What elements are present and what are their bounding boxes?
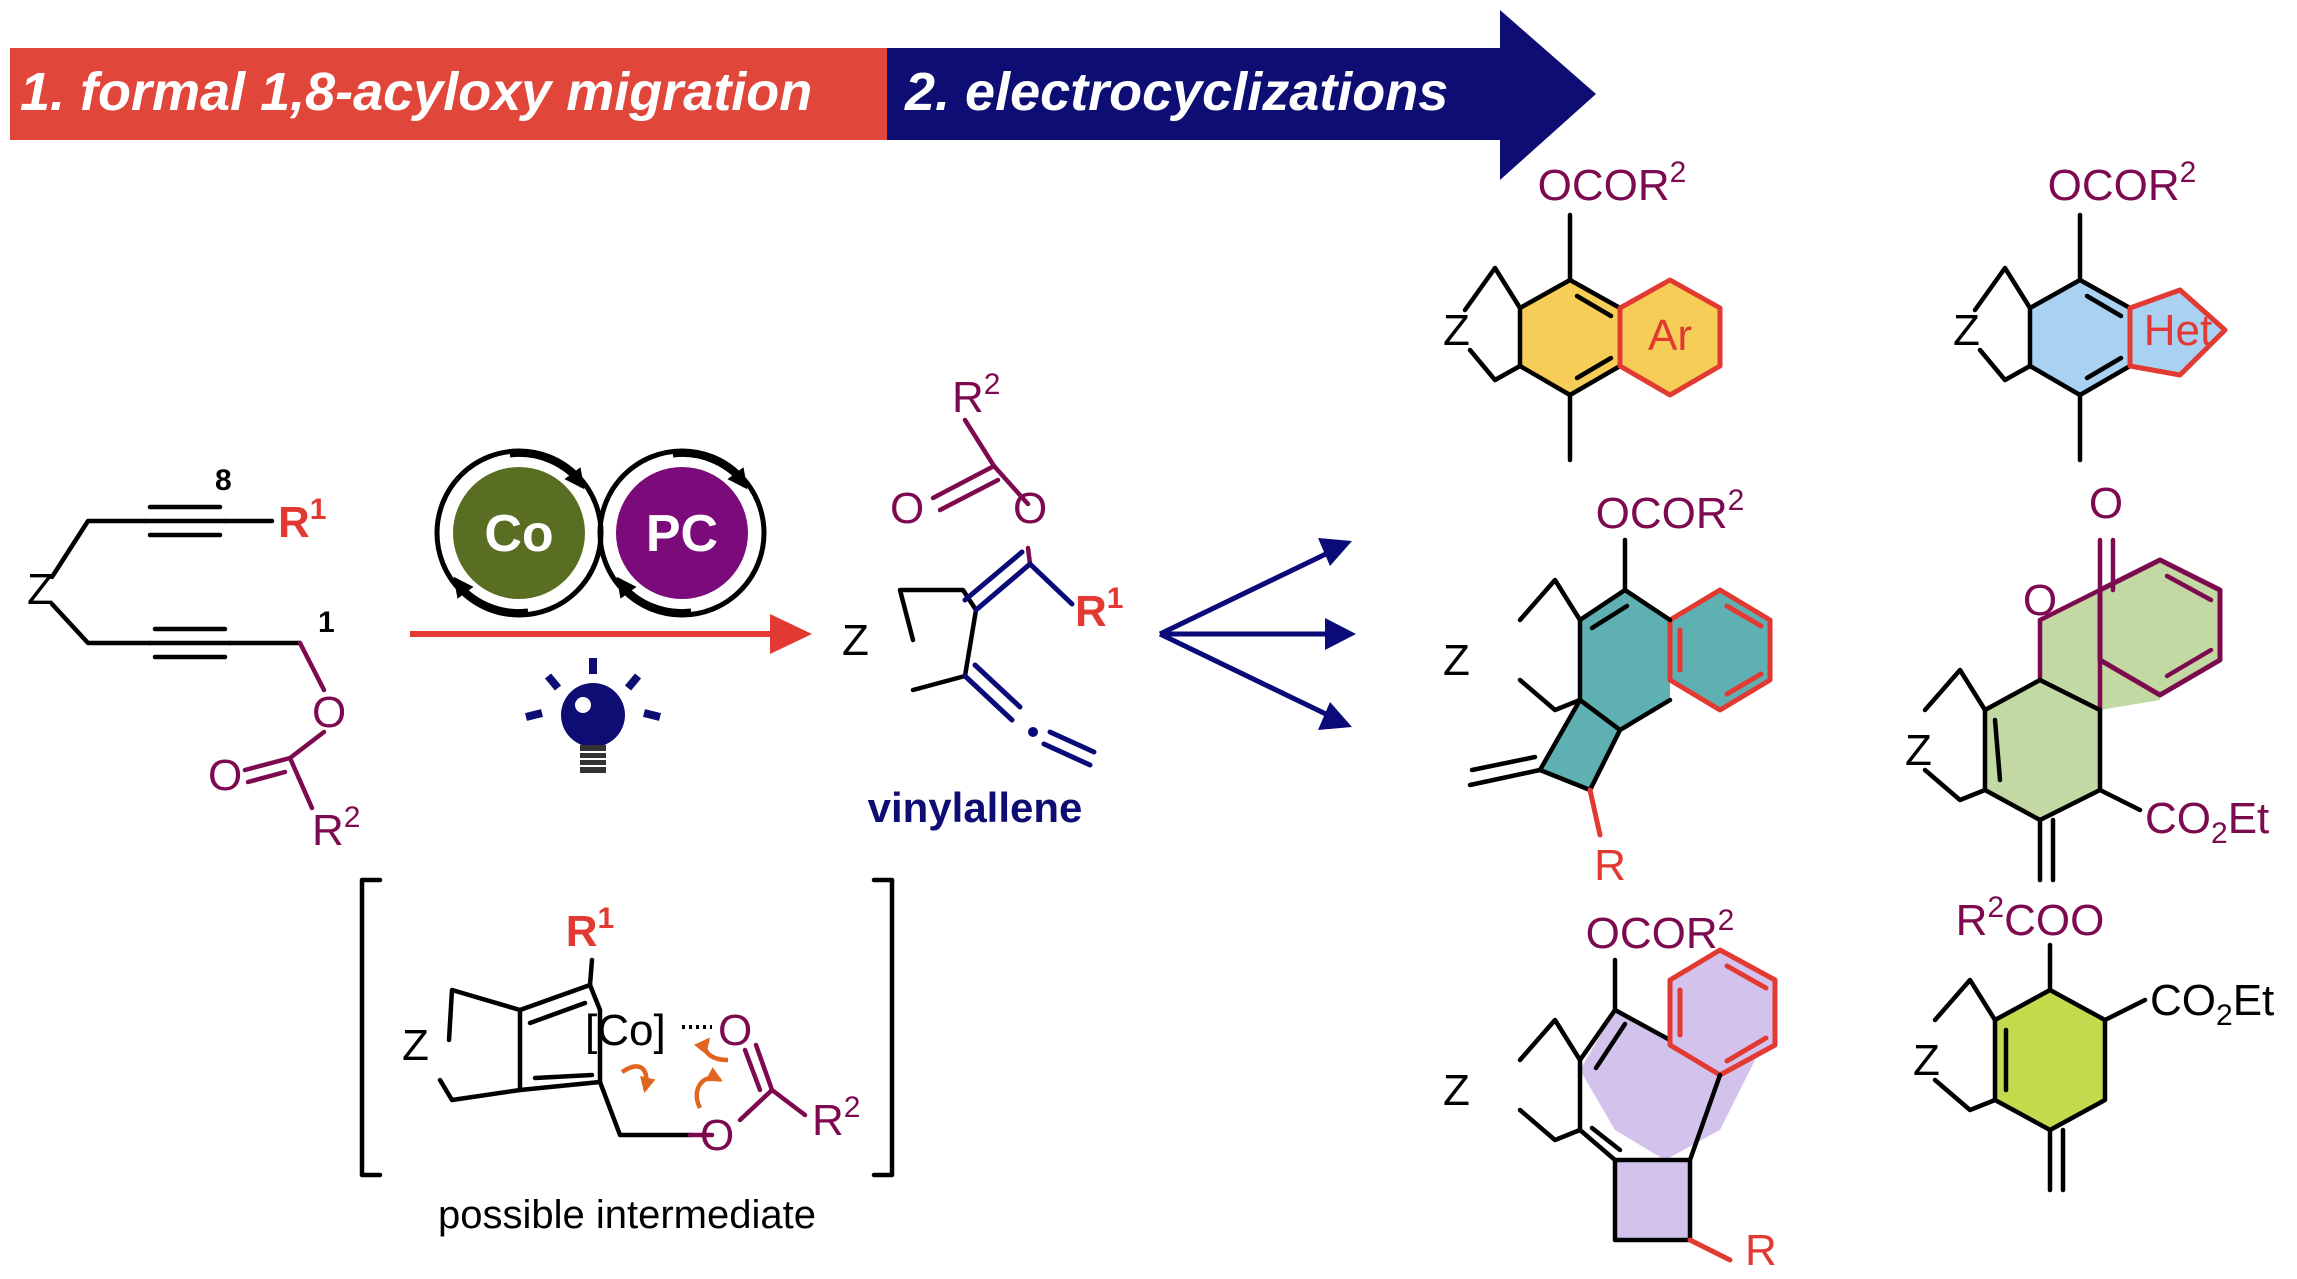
product-diene-yellowgreen: R2COO Z CO2Et — [1913, 891, 2274, 1193]
product-cyclobutane-lavender: OCOR2 Z R — [1443, 904, 1778, 1275]
p6-r2coo: R2COO — [1956, 891, 2105, 945]
p6-ester: CO2Et — [2150, 976, 2274, 1032]
p4-o-carbonyl: O — [2089, 479, 2123, 528]
p4-z: Z — [1905, 726, 1932, 775]
intermediate-r2: R2 — [812, 1091, 860, 1145]
substrate-structure: Z 8 1 R1 O O R2 — [27, 464, 360, 855]
product-cyclobutene-teal: OCOR2 Z R — [1443, 484, 1773, 890]
substrate-r2: R2 — [312, 801, 360, 855]
intermediate-z: Z — [402, 1021, 429, 1070]
substrate-o-carbonyl: O — [208, 751, 242, 800]
substrate-r1: R1 — [278, 493, 326, 547]
intermediate-structure: R1 Z [Co] O O R2 possible intermediate — [359, 877, 895, 1237]
p3-ocor: OCOR2 — [1596, 484, 1745, 538]
vinylallene-r1: R1 — [1075, 582, 1123, 636]
p5-r: R — [1745, 1226, 1777, 1275]
product-heteroaryl: OCOR2 Z Het — [1953, 156, 2228, 463]
p1-z: Z — [1443, 306, 1470, 355]
intermediate-metal: [Co] — [585, 1006, 666, 1055]
p5-ocor: OCOR2 — [1586, 904, 1735, 958]
vinylallene-z: Z — [842, 616, 869, 665]
vinylallene-r2: R2 — [952, 368, 1000, 422]
substrate-o-ether: O — [312, 688, 346, 737]
lightbulb-icon — [525, 658, 661, 773]
banner-step1-bar — [10, 48, 887, 140]
product-lactone-green: O O Z CO2Et — [1905, 479, 2269, 883]
cobalt-catalytic-cycle-icon: Co — [434, 448, 604, 618]
vinylallene-caption: vinylallene — [868, 784, 1083, 831]
p1-ring-label: Ar — [1648, 311, 1692, 360]
p1-ocor: OCOR2 — [1538, 156, 1687, 210]
vinylallene-o-ether: O — [1013, 484, 1047, 533]
p4-ester: CO2Et — [2145, 794, 2269, 850]
vinylallene-structure: Z R2 O O R1 vinylallene — [842, 368, 1123, 831]
p5-z: Z — [1443, 1066, 1470, 1115]
p2-ring-label: Het — [2144, 306, 2212, 355]
pc-label: PC — [646, 505, 718, 563]
catalyst-system: Co PC — [410, 448, 812, 773]
p3-r: R — [1594, 841, 1626, 890]
p2-ocor: OCOR2 — [2048, 156, 2197, 210]
p6-z: Z — [1913, 1036, 1940, 1085]
intermediate-r1: R1 — [566, 902, 614, 956]
substrate-z: Z — [27, 565, 54, 614]
vinylallene-o-carbonyl: O — [890, 484, 924, 533]
divergent-arrows — [1158, 538, 1356, 730]
intermediate-o-ether: O — [700, 1111, 734, 1160]
substrate-pos8: 8 — [215, 464, 232, 497]
banner-step1-label: 1. formal 1,8-acyloxy migration — [20, 62, 812, 122]
reaction-arrow-red — [410, 614, 812, 654]
intermediate-o-coord: O — [718, 1006, 752, 1055]
banner: 1. formal 1,8-acyloxy migration 2. elect… — [10, 10, 1596, 180]
co-label: Co — [484, 505, 553, 563]
p2-z: Z — [1953, 306, 1980, 355]
p4-o-ring: O — [2023, 576, 2057, 625]
p3-z: Z — [1443, 636, 1470, 685]
intermediate-caption: possible intermediate — [438, 1193, 816, 1237]
substrate-pos1: 1 — [318, 606, 335, 639]
banner-step2-label: 2. electrocyclizations — [904, 62, 1448, 122]
product-aryl: OCOR2 Z Ar — [1443, 156, 1723, 463]
photocatalyst-cycle-icon: PC — [597, 448, 767, 618]
banner-step2-arrow — [887, 10, 1596, 180]
